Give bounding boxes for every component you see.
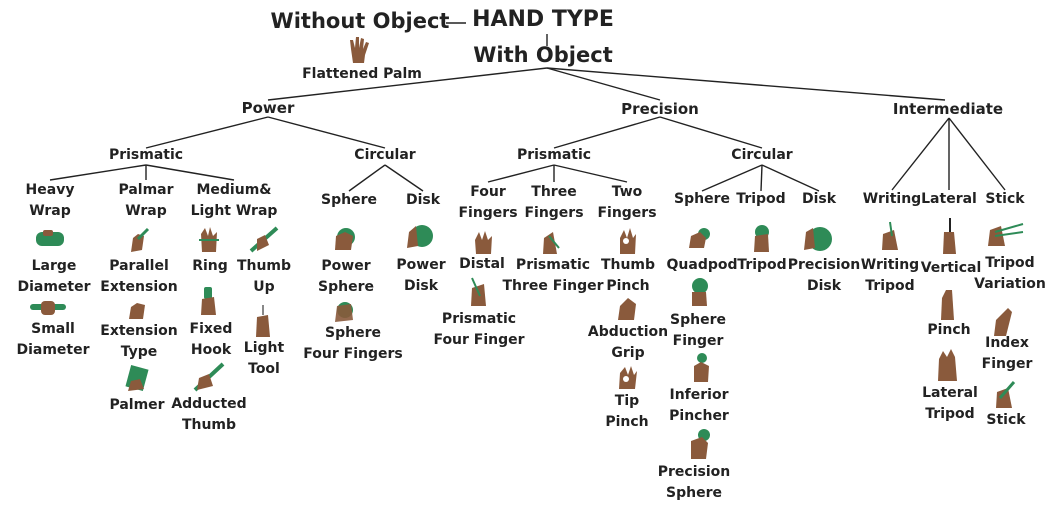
vertical: Vertical [920, 260, 982, 276]
fixed-hook-icon [201, 287, 216, 315]
palmar-wrap: Palmar Wrap [118, 182, 174, 219]
intermediate-writing: Writing [862, 191, 922, 207]
abduction-grip: Abduction Grip [587, 324, 669, 361]
small-diameter: Small Diameter [16, 321, 90, 358]
light-tool: Light Tool [243, 340, 285, 377]
power-circular: Circular [354, 147, 416, 163]
ring-icon [199, 227, 219, 252]
precision-disk: Precision Disk [787, 257, 861, 294]
thumb-up: Thumb Up [236, 258, 292, 295]
precision-circular: Circular [731, 147, 793, 163]
power-disk-group: Disk [405, 192, 441, 208]
precision-prismatic: Prismatic [516, 147, 592, 163]
heavy-wrap: Heavy Wrap [25, 182, 75, 219]
tripod-icon [754, 225, 769, 252]
thumb-up-icon [249, 226, 279, 253]
intermediate-lateral: Lateral [921, 191, 977, 207]
quadpod: Quadpod [666, 257, 738, 273]
lateral-tripod: Lateral Tripod [922, 385, 978, 422]
tip-pinch-icon [619, 366, 637, 389]
light-tool-icon [256, 305, 270, 337]
fixed-hook: Fixed Hook [189, 321, 233, 358]
vertical-icon [943, 218, 956, 254]
sphere-finger-icon [692, 278, 708, 306]
sphere-four-fingers-icon [335, 302, 353, 322]
power-sphere-group: Sphere [321, 192, 377, 208]
precision-disk-icon [804, 227, 832, 251]
tripod: Tripod [737, 257, 787, 273]
inferior-pincher-icon [694, 353, 709, 382]
tip-pinch: Tip Pinch [605, 393, 649, 430]
prismatic-four-finger-icon [471, 277, 486, 306]
writing-tripod-icon [882, 221, 898, 250]
category-power: Power [241, 99, 295, 117]
prismatic-three-finger-icon [543, 232, 560, 254]
parallel-extension-icon [131, 227, 150, 252]
writing-tripod: Writing Tripod [860, 257, 920, 294]
tripod-variation: Tripod Variation [974, 255, 1046, 292]
extension-type-icon [129, 303, 145, 319]
sphere-four-fingers: Sphere Four Fingers [303, 325, 403, 362]
ring: Ring [192, 258, 228, 274]
distal-icon [475, 231, 492, 254]
pinch-icon [941, 290, 954, 320]
palmer-icon [125, 365, 149, 391]
inferior-pincher: Inferior Pincher [669, 387, 729, 424]
category-precision: Precision [621, 100, 699, 118]
index-finger-icon [994, 308, 1012, 336]
thumb-pinch-icon [620, 228, 636, 254]
tripod-variation-icon [988, 223, 1024, 246]
page-title: HAND TYPE [472, 7, 614, 32]
without-object-label: Without Object [270, 9, 450, 33]
palmer: Palmer [109, 397, 165, 413]
adducted-thumb-icon [193, 362, 225, 392]
stick-icon [996, 381, 1016, 408]
category-intermediate: Intermediate [892, 100, 1004, 118]
four-fingers: Four Fingers [458, 184, 518, 221]
two-fingers: Two Fingers [597, 184, 657, 221]
sphere-finger: Sphere Finger [670, 312, 726, 349]
circular-tripod: Tripod [736, 191, 786, 207]
extension-type: Extension Type [100, 323, 178, 360]
stick-leaf: Stick [986, 412, 1026, 428]
medium-light-wrap: Medium& Light Wrap [190, 182, 278, 219]
power-disk-icon [407, 225, 433, 248]
index-finger: Index Finger [981, 335, 1033, 372]
prismatic-three-finger: Prismatic Three Finger [502, 257, 604, 294]
distal: Distal [459, 256, 505, 272]
flattened-palm-label: Flattened Palm [302, 66, 422, 82]
power-sphere: Power Sphere [318, 258, 374, 295]
with-object-label: With Object [473, 43, 613, 67]
open-hand-icon [350, 37, 369, 63]
circular-sphere: Sphere [674, 191, 730, 207]
large-diameter: Large Diameter [17, 258, 91, 295]
quadpod-icon [689, 228, 710, 248]
lateral-tripod-icon [938, 349, 957, 381]
precision-sphere: Precision Sphere [657, 464, 731, 501]
power-disk: Power Disk [396, 257, 446, 294]
pinch: Pinch [927, 322, 971, 338]
circular-disk: Disk [801, 191, 837, 207]
small-diameter-icon [30, 301, 66, 315]
adducted-thumb: Adducted Thumb [171, 396, 247, 433]
thumb-pinch: Thumb Pinch [600, 257, 656, 294]
large-diameter-icon [36, 230, 64, 246]
prismatic-four-finger: Prismatic Four Finger [433, 311, 525, 348]
power-sphere-icon [335, 228, 355, 250]
three-fingers: Three Fingers [524, 184, 584, 221]
abduction-grip-icon [618, 298, 636, 320]
precision-sphere-icon [691, 429, 710, 459]
power-prismatic: Prismatic [108, 147, 184, 163]
parallel-extension: Parallel Extension [100, 258, 178, 295]
intermediate-stick: Stick [985, 191, 1025, 207]
